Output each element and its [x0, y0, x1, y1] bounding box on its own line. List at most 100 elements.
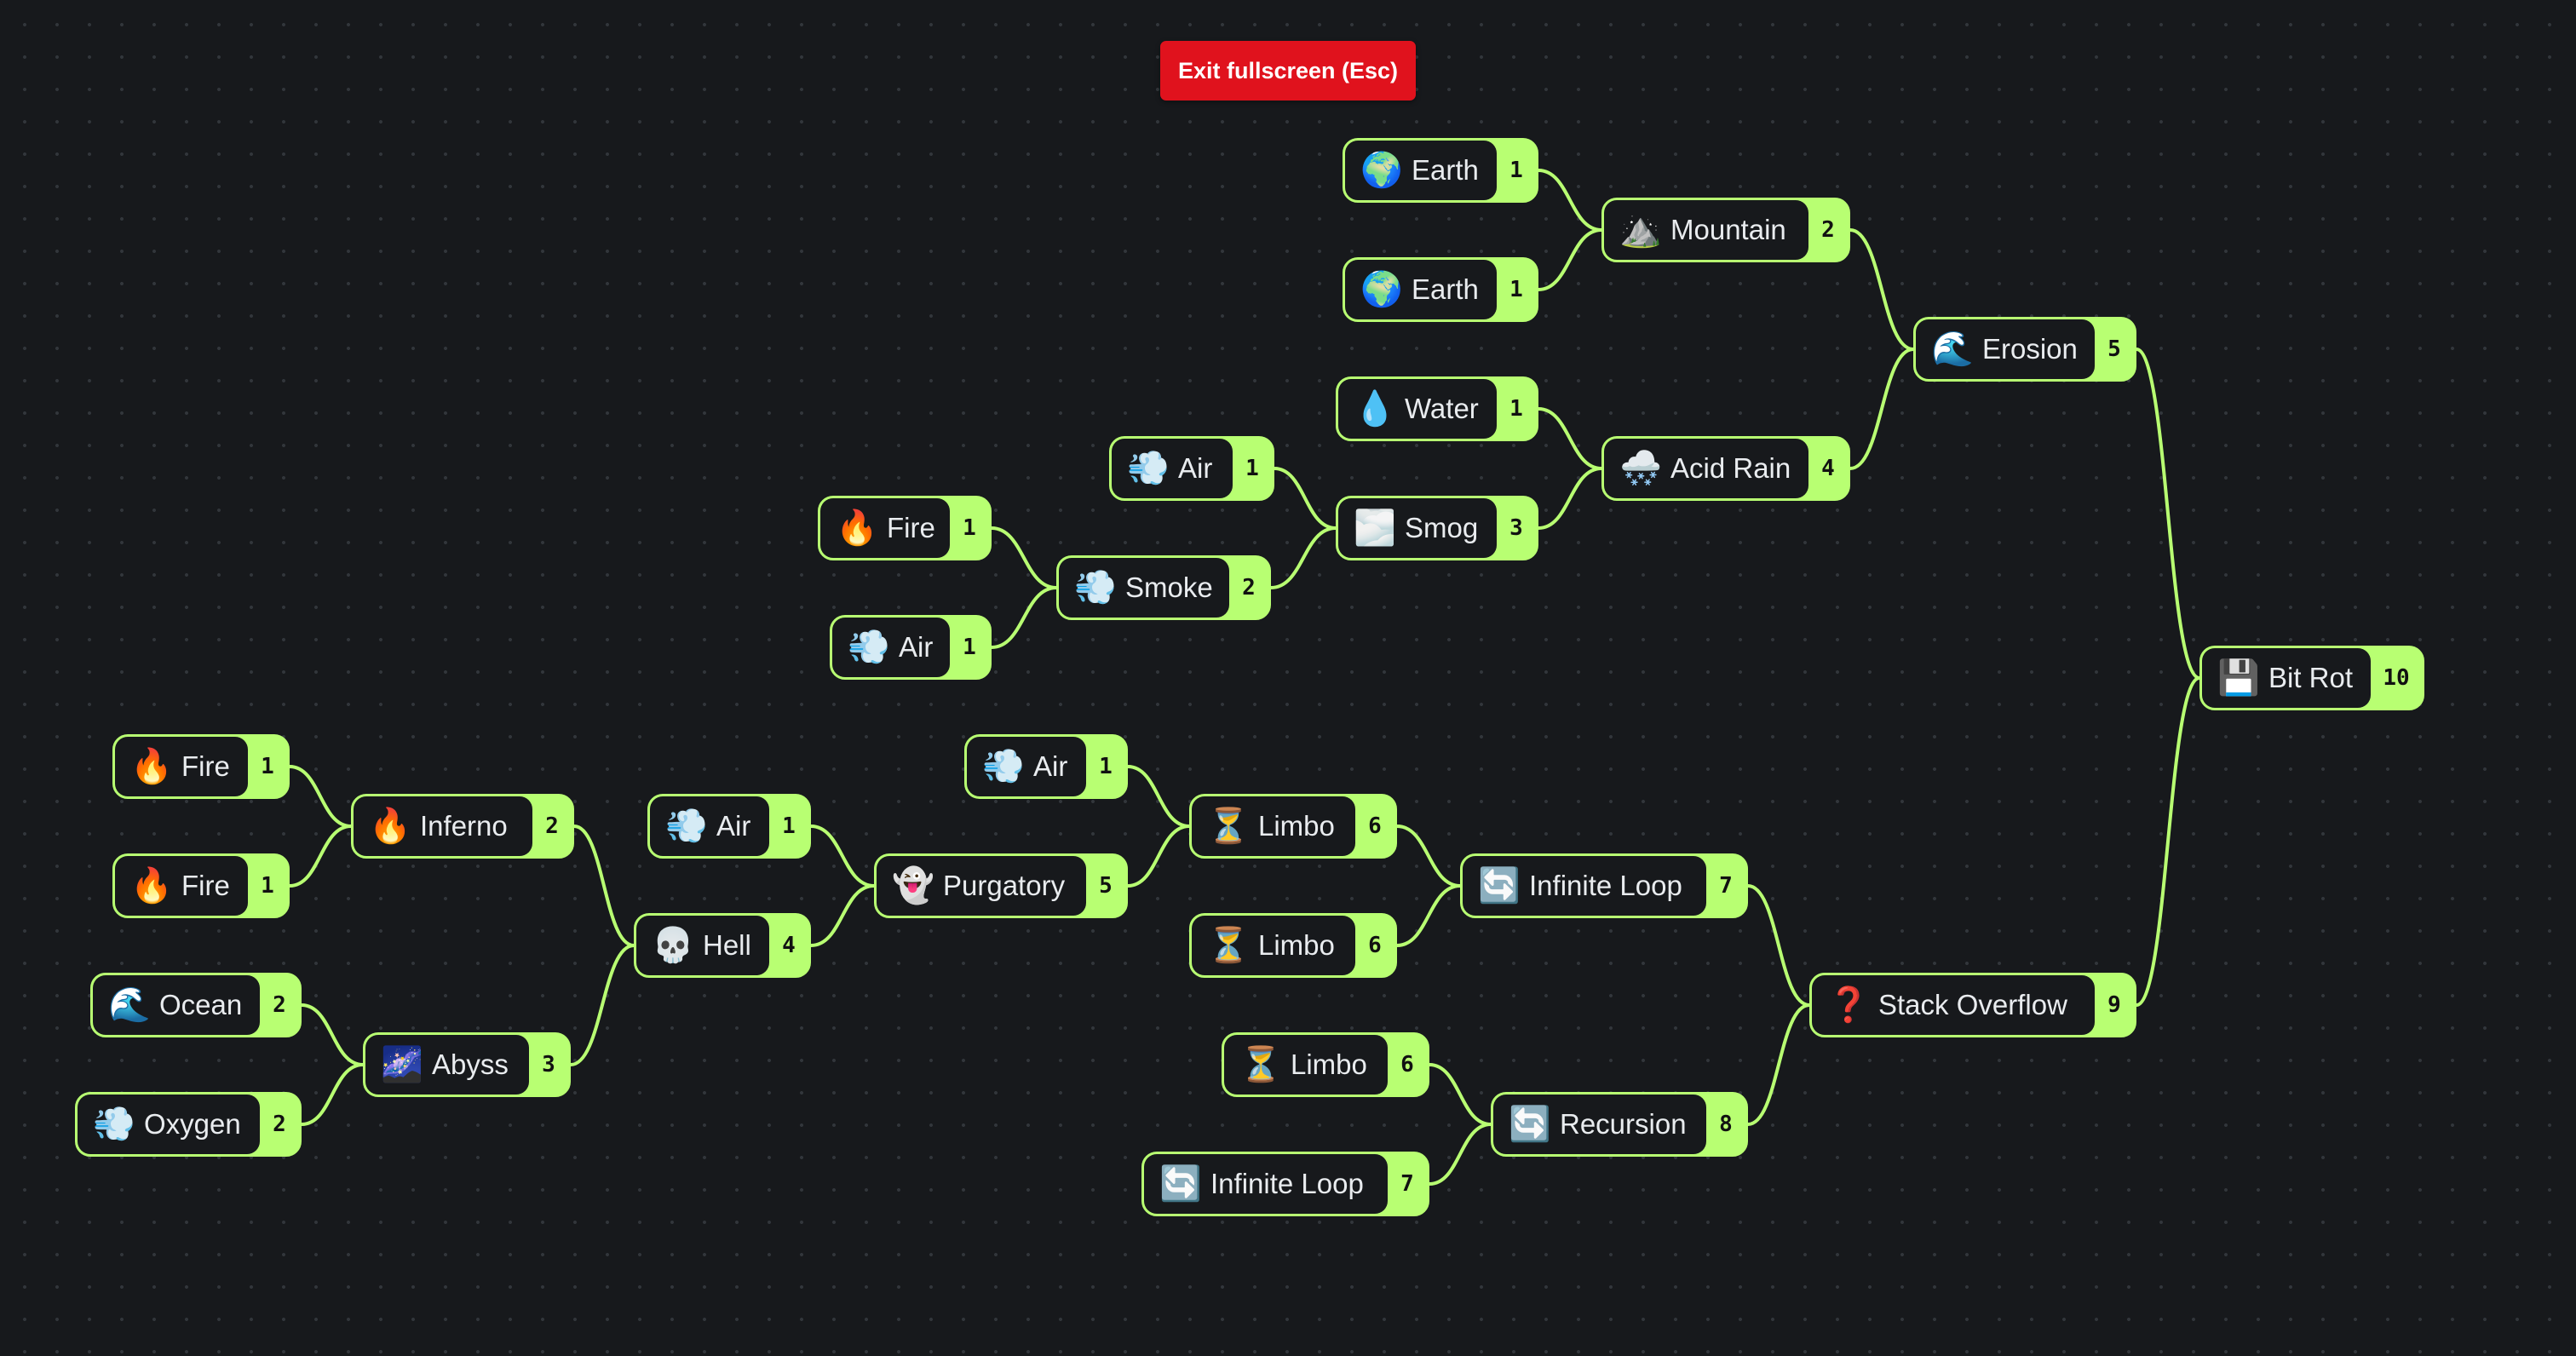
- node-label: Water: [1405, 393, 1479, 424]
- exit-fullscreen-button[interactable]: Exit fullscreen (Esc): [1160, 41, 1416, 101]
- edge-fire-c-to-inferno: [289, 825, 352, 888]
- edge-abyss-to-hell: [570, 944, 635, 1066]
- node-air-c[interactable]: 💨Air 1: [647, 794, 811, 859]
- fire-icon: 🔥: [836, 508, 878, 548]
- node-count-badge: 2: [1242, 575, 1256, 600]
- node-count-badge: 2: [273, 992, 286, 1018]
- node-body: 💨Oxygen: [78, 1095, 260, 1154]
- wind-icon: 💨: [1074, 568, 1117, 607]
- node-label: Earth: [1412, 154, 1479, 186]
- edge-inferno-to-hell: [573, 825, 635, 947]
- wave-icon: 🌊: [1931, 330, 1974, 369]
- floppy-disk-icon: 💾: [2217, 658, 2260, 698]
- wave-icon: 🌊: [108, 985, 151, 1025]
- node-oxygen[interactable]: 💨Oxygen 2: [75, 1092, 302, 1157]
- wind-icon: 💨: [665, 807, 708, 846]
- node-body: 💨Air: [1112, 439, 1233, 498]
- node-label: Limbo: [1258, 929, 1335, 961]
- node-count-badge: 5: [2107, 336, 2121, 362]
- node-count-badge: 2: [273, 1112, 286, 1137]
- node-ocean[interactable]: 🌊 Ocean 2: [90, 973, 302, 1037]
- hourglass-icon: ⏳: [1207, 926, 1250, 965]
- wind-icon: 💨: [93, 1105, 135, 1144]
- node-label: Infinite Loop: [1210, 1168, 1364, 1199]
- edge-earth-b-to-mountain: [1538, 228, 1602, 291]
- node-label: Stack Overflow: [1878, 989, 2067, 1020]
- node-body: 🔥Inferno: [354, 796, 532, 856]
- galaxy-icon: 🌌: [381, 1045, 423, 1084]
- edge-air-d-to-limbo-a: [1127, 765, 1190, 828]
- edge-limbo-b-to-infinite-loop-a: [1396, 884, 1461, 947]
- water-drop-icon: 💧: [1354, 389, 1396, 428]
- node-body: 🌌Abyss: [365, 1035, 529, 1095]
- snow-cloud-icon: 🌨️: [1619, 449, 1662, 488]
- fire-icon: 🔥: [130, 747, 173, 786]
- edge-mountain-to-erosion: [1849, 228, 1914, 351]
- node-count-badge: 4: [1821, 456, 1835, 481]
- node-label: Ocean: [159, 989, 243, 1020]
- edge-acid-rain-to-erosion: [1849, 348, 1914, 470]
- node-label: Recursion: [1560, 1108, 1687, 1140]
- edge-erosion-to-bit-rot: [2136, 348, 2200, 680]
- node-limbo-b[interactable]: ⏳Limbo 6: [1189, 913, 1397, 978]
- node-count-badge: 1: [963, 635, 976, 660]
- node-label: Air: [716, 810, 751, 842]
- node-label: Earth: [1412, 273, 1479, 305]
- node-body: 🔥Fire: [115, 737, 248, 796]
- node-label: Fire: [181, 750, 230, 782]
- edge-water-to-acid-rain: [1538, 407, 1602, 470]
- node-erosion[interactable]: 🌊Erosion 5: [1913, 317, 2136, 382]
- node-body: 🔄 Infinite Loop: [1144, 1154, 1388, 1214]
- node-label: Erosion: [1982, 333, 2078, 365]
- earth-globe-icon: 🌍: [1360, 270, 1403, 309]
- node-body: ⏳Limbo: [1224, 1035, 1388, 1095]
- edge-ocean-to-abyss: [301, 1003, 364, 1066]
- node-count-badge: 9: [2107, 992, 2121, 1018]
- node-body: 👻Purgatory: [877, 856, 1086, 916]
- edge-smoke-to-smog: [1270, 526, 1337, 589]
- node-label: Smog: [1405, 512, 1479, 543]
- node-body: 💀Hell: [636, 916, 769, 975]
- node-label: Inferno: [420, 810, 508, 842]
- node-label: Fire: [181, 870, 230, 901]
- ghost-icon: 👻: [892, 866, 934, 905]
- node-label: Air: [1178, 452, 1213, 484]
- node-label: Air: [899, 631, 934, 663]
- node-body: 💾Bit Rot: [2202, 648, 2371, 708]
- node-count-badge: 6: [1368, 933, 1382, 958]
- node-label: Hell: [703, 929, 751, 961]
- edge-fire-a-to-smoke: [991, 526, 1057, 589]
- edge-limbo-a-to-infinite-loop-a: [1396, 825, 1461, 888]
- wind-icon: 💨: [982, 747, 1025, 786]
- node-body: ⛰️Mountain: [1604, 200, 1808, 260]
- node-label: Limbo: [1291, 1049, 1367, 1080]
- edge-hell-to-purgatory: [810, 884, 875, 947]
- loop-arrows-icon: 🔄: [1159, 1164, 1202, 1204]
- node-count-badge: 1: [782, 813, 796, 839]
